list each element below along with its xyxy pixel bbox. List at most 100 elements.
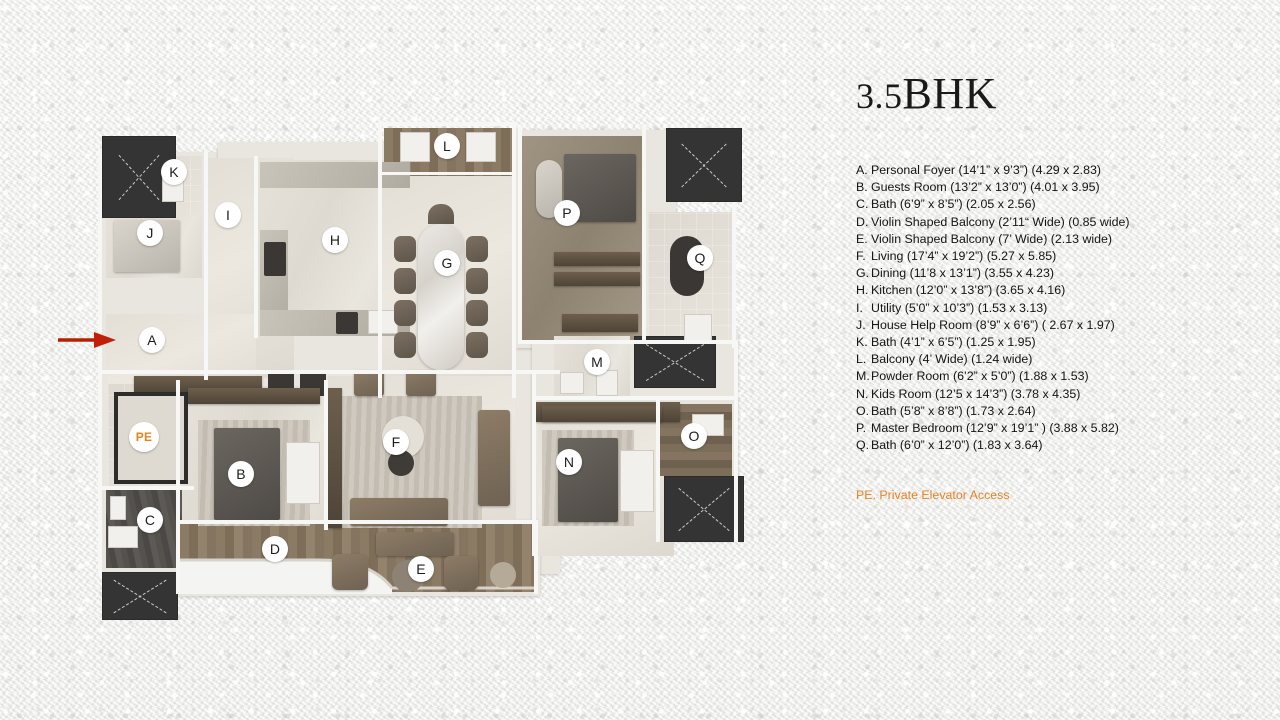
legend-text-k: Bath (4’1” x 6’5”) (1.25 x 1.95): [871, 335, 1036, 350]
legend-key-p: P.: [856, 421, 867, 436]
marker-c-bath[interactable]: C: [137, 507, 163, 533]
marker-n-kids-room[interactable]: N: [556, 449, 582, 475]
legend-key-c: C.: [856, 197, 869, 212]
legend-text-p: Master Bedroom (12’9” x 19’1” ) (3.88 x …: [871, 421, 1119, 436]
marker-q-bath[interactable]: Q: [687, 245, 713, 271]
legend-text-m: Powder Room (6’2” x 5’0”) (1.88 x 1.53): [871, 369, 1089, 384]
furniture-balcony-armchair: [332, 554, 368, 590]
wall-kids-divider: [532, 396, 738, 400]
furniture-balcony-chair: [466, 132, 496, 162]
furniture-wc-c: [110, 496, 126, 520]
legend-text-j: House Help Room (8’9” x 6’6”) ( 2.67 x 1…: [871, 317, 1115, 332]
legend-item-a: A. Personal Foyer (14’1” x 9’3”) (4.29 x…: [856, 162, 1256, 179]
furniture-balcony-stool: [490, 562, 516, 588]
hatch-duct-top-right: [666, 128, 742, 202]
wall-utility-left: [204, 150, 208, 380]
page-title: 3.5BHK: [856, 72, 1256, 116]
furniture-guest-console: [188, 388, 320, 404]
marker-b-guests-room[interactable]: B: [228, 461, 254, 487]
legend-text-a: Personal Foyer (14’1” x 9’3”) (4.29 x 2.…: [871, 163, 1102, 177]
furniture-cooktop: [264, 242, 286, 276]
marker-g-dining[interactable]: G: [434, 250, 460, 276]
legend-key-n: N.: [856, 386, 869, 401]
legend-key-k: K.: [856, 335, 868, 350]
hatch-duct-bottom-right: [664, 476, 744, 542]
furniture-kids-chair: [620, 450, 654, 512]
wall-exterior-right-upper: [732, 202, 736, 348]
legend-text-i: Utility (5’0” x 10’3”) (1.53 x 3.13): [871, 300, 1048, 315]
legend-item-m: M. Powder Room (6’2” x 5’0”) (1.88 x 1.5…: [856, 368, 1256, 385]
marker-k-bath[interactable]: K: [161, 159, 187, 185]
marker-p-master-bedroom[interactable]: P: [554, 200, 580, 226]
wall-dining-left: [378, 126, 382, 398]
wall-mid-horizontal: [98, 370, 560, 374]
floor-plan-drawing: A B C D E F G H I J K L M N O P Q PE: [92, 120, 760, 620]
legend-text-q: Bath (6’0” x 12’0”) (1.83 x 3.64): [871, 438, 1043, 453]
room-legend-list: A. Personal Foyer (14’1” x 9’3”) (4.29 x…: [856, 162, 1256, 454]
legend-item-c: C. Bath (6’9” x 8’5”) (2.05 x 2.56): [856, 196, 1256, 213]
marker-a-personal-foyer[interactable]: A: [139, 327, 165, 353]
furniture-kitchen-sink: [336, 312, 358, 334]
wall-balcony-right: [534, 520, 538, 594]
wall-kids-top: [518, 340, 736, 344]
marker-pe-private-elevator[interactable]: PE: [129, 422, 159, 452]
wall-master-left: [518, 126, 522, 344]
furniture-balcony-sofa: [376, 532, 454, 556]
legend-item-l: L. Balcony (4’ Wide) (1.24 wide): [856, 351, 1256, 368]
legend-key-m: M.: [856, 369, 870, 384]
legend-item-o: O. Bath (5’8” x 8’8”) (1.73 x 2.64): [856, 403, 1256, 420]
furniture-dishwasher: [368, 310, 398, 334]
marker-l-balcony[interactable]: L: [434, 133, 460, 159]
furniture-dining-chair-head: [428, 204, 454, 224]
furniture-balcony-armchair: [444, 556, 478, 590]
legend-key-o: O.: [856, 403, 870, 418]
marker-f-living[interactable]: F: [383, 429, 409, 455]
marker-e-violin-balcony[interactable]: E: [408, 556, 434, 582]
marker-i-utility[interactable]: I: [215, 202, 241, 228]
wall-bath-c-top: [98, 486, 194, 490]
marker-j-house-help[interactable]: J: [137, 220, 163, 246]
furniture-dining-table: [418, 224, 464, 370]
legend-key-b: B.: [856, 180, 868, 195]
legend-item-n: N. Kids Room (12’5 x 14’3”) (3.78 x 4.35…: [856, 386, 1256, 403]
legend-key-l: L.: [856, 352, 867, 367]
legend-text-b: Guests Room (13’2” x 13’0”) (4.01 x 3.95…: [871, 180, 1100, 195]
legend-key-g: G.: [856, 266, 870, 281]
marker-m-powder-room[interactable]: M: [584, 349, 610, 375]
furniture-dining-chair: [466, 236, 488, 262]
legend-key-f: F.: [856, 249, 866, 264]
furniture-dining-chair: [394, 332, 416, 358]
marker-d-violin-balcony[interactable]: D: [262, 536, 288, 562]
wall-bath-o-left: [656, 396, 660, 542]
legend-text-e: Violin Shaped Balcony (7’ Wide) (2.13 wi…: [871, 231, 1113, 246]
legend-item-h: H. Kitchen (12’0” x 13’8”) (3.65 x 4.16): [856, 282, 1256, 299]
furniture-dining-chair: [466, 300, 488, 326]
legend-item-i: I. Utility (5’0” x 10’3”) (1.53 x 3.13): [856, 300, 1256, 317]
legend-text-d: Violin Shaped Balcony (2’11“ Wide) (0.85…: [871, 214, 1130, 229]
wall-guest-right: [324, 380, 328, 530]
legend-item-j: J. House Help Room (8’9” x 6’6”) ( 2.67 …: [856, 317, 1256, 334]
legend-text-g: Dining (11’8 x 13’1”) (3.55 x 4.23): [871, 266, 1054, 281]
legend-item-g: G. Dining (11’8 x 13’1”) (3.55 x 4.23): [856, 265, 1256, 282]
plan-title-number: 3.5: [856, 76, 903, 116]
legend-key-h: H.: [856, 283, 869, 298]
furniture-vanity-c: [108, 526, 138, 548]
marker-h-kitchen[interactable]: H: [322, 227, 348, 253]
furniture-master-tv-unit: [562, 314, 638, 332]
marker-o-bath[interactable]: O: [681, 423, 707, 449]
legend-item-b: B. Guests Room (13’2” x 13’0”) (4.01 x 3…: [856, 179, 1256, 196]
legend-key-i: I.: [856, 300, 863, 315]
furniture-vanity-m: [596, 370, 618, 396]
hatch-duct-mid-right: [634, 336, 716, 388]
wall-balcony-l-inner: [378, 172, 516, 175]
legend-key-j: J.: [856, 317, 866, 332]
furniture-wc-m: [560, 372, 584, 394]
wall-exterior-right-lower: [734, 340, 738, 542]
furniture-dining-chair: [466, 332, 488, 358]
legend-item-k: K. Bath (4’1” x 6’5”) (1.25 x 1.95): [856, 334, 1256, 351]
private-elevator-note: PE. Private Elevator Access: [856, 488, 1010, 503]
legend-item-e: E. Violin Shaped Balcony (7’ Wide) (2.13…: [856, 231, 1256, 248]
plan-title-suffix: BHK: [902, 69, 997, 118]
wall-exterior-left-lower: [98, 410, 102, 576]
wall-balcony-top: [178, 520, 538, 524]
